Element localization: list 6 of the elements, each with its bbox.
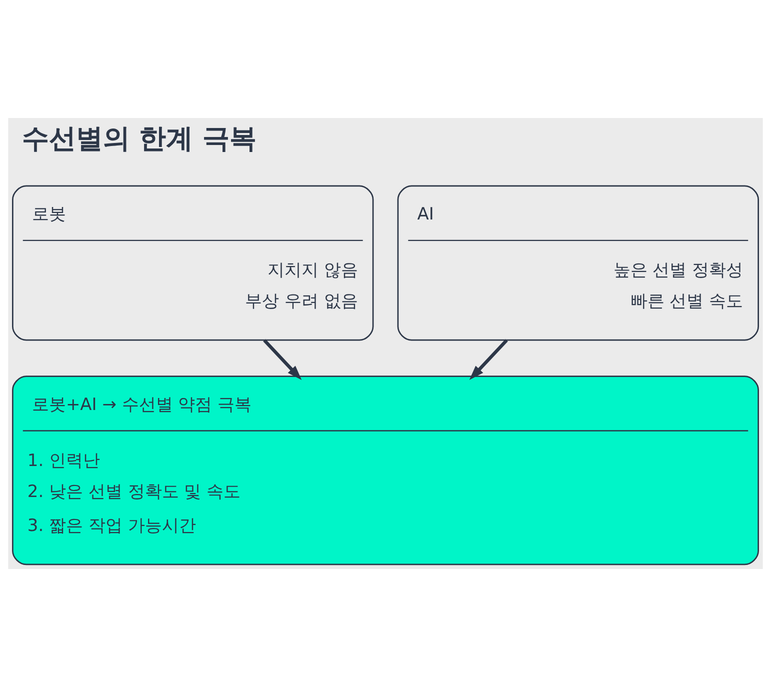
arrow: [469, 338, 508, 380]
arrow: [263, 338, 302, 380]
diagram-title: 수선별의 한계 극복: [22, 123, 257, 154]
node-box: AI 높은 선별 정확성 빠른 선별 속도: [397, 184, 759, 340]
node-box: 로봇+AI → 수선별 약점 극복 1. 인력난 2. 낮은 선별 정확도 및 속도 3. 짧은 작업 가능시간: [12, 375, 759, 565]
node-box: 로봇 지치지 않음 부상 우려 없음: [12, 184, 374, 340]
